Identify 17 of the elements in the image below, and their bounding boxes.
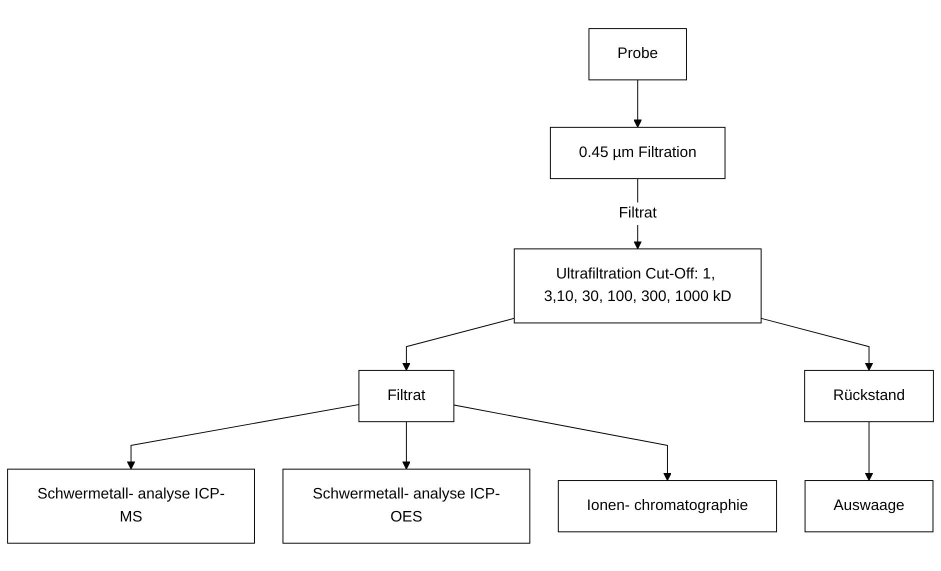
arrow (760, 317, 874, 370)
arrow (634, 78, 642, 128)
arrow (864, 420, 874, 481)
edge-label: Filtrat (618, 204, 657, 221)
node-box: Filtrat (358, 370, 454, 422)
node-box: Auswaage (804, 480, 934, 532)
node-box: Probe (588, 28, 687, 80)
arrow (453, 404, 672, 481)
node-box: Ultrafiltration Cut-Off: 1, 3,10, 30, 100, 300, 1000 kD (514, 248, 762, 323)
node-box: Rückstand (804, 370, 934, 422)
node-box: 0.45 µm Filtration (550, 126, 726, 179)
node-box: Ionen- chromatographie (558, 480, 778, 532)
arrow (126, 404, 360, 470)
arrow (402, 317, 515, 370)
node-box: Schwermetall- analyse ICP-MS (7, 468, 255, 544)
arrow (402, 420, 411, 470)
node-box: Schwermetall- analyse ICP-OES (282, 468, 530, 544)
